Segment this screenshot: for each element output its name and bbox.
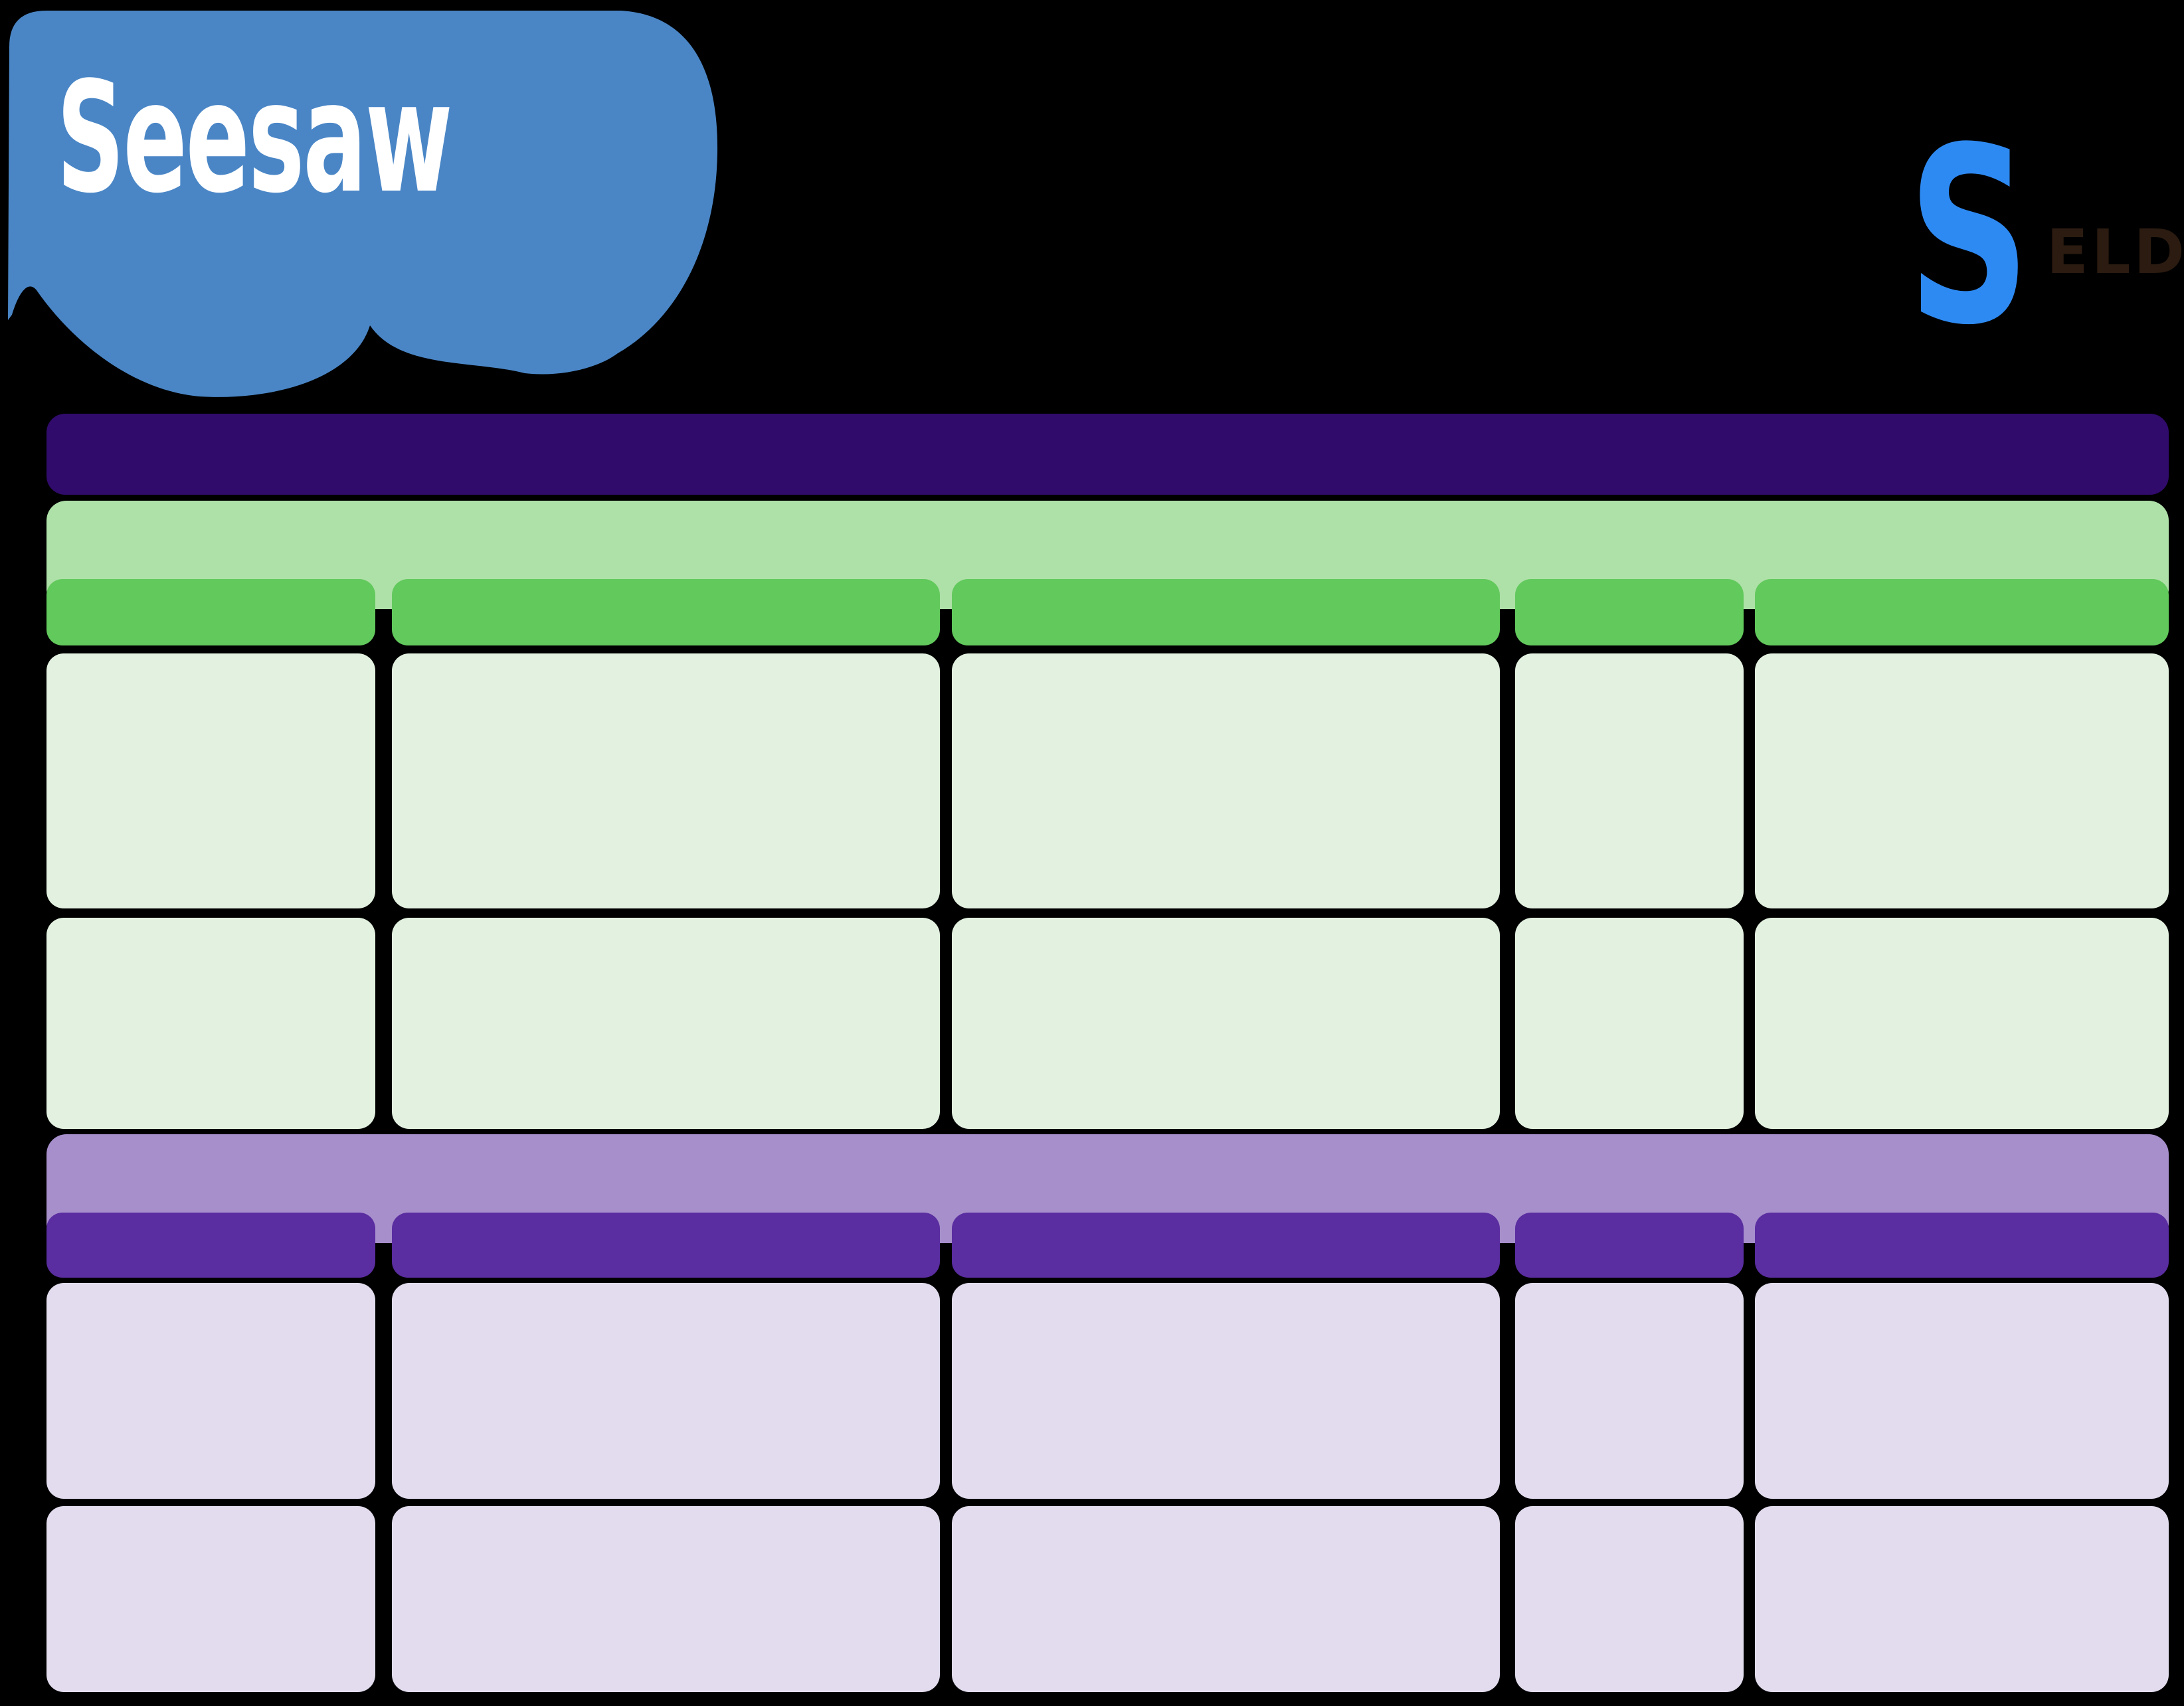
table-cell [46, 1506, 375, 1692]
purple-body-row [46, 1283, 2169, 1499]
table-title-band [46, 414, 2169, 495]
table-cell [46, 653, 375, 908]
green-header-cell [952, 579, 1500, 645]
table-cell [1755, 918, 2169, 1129]
seesaw-logo-blob-icon [8, 11, 718, 397]
table-cell [392, 653, 940, 908]
table-cell [1515, 653, 1744, 908]
table-cell [1515, 1283, 1744, 1499]
eld-label: ELD [2047, 216, 2184, 288]
green-body-row [46, 653, 2169, 908]
table-cell [392, 1506, 940, 1692]
green-body-row [46, 918, 2169, 1129]
table-cell [1515, 918, 1744, 1129]
table-cell [952, 1506, 1500, 1692]
green-header-cell [392, 579, 940, 645]
table-cell [1515, 1506, 1744, 1692]
green-header-cell [46, 579, 375, 645]
table-cell [952, 653, 1500, 908]
purple-header-cell [392, 1213, 940, 1278]
table-cell [1755, 653, 2169, 908]
table-cell [46, 918, 375, 1129]
purple-header-cell [46, 1213, 375, 1278]
seesaw-wordmark: Seesaw [56, 50, 453, 227]
purple-header-row [46, 1213, 2169, 1278]
table-cell [952, 1283, 1500, 1499]
purple-header-cell [1515, 1213, 1744, 1278]
green-header-cell [1755, 579, 2169, 645]
purple-header-cell [952, 1213, 1500, 1278]
purple-header-cell [1755, 1213, 2169, 1278]
table-cell [1755, 1506, 2169, 1692]
purple-body-row [46, 1506, 2169, 1692]
seesaw-s-icon: S [1908, 96, 2031, 379]
table-cell [46, 1283, 375, 1499]
green-header-cell [1515, 579, 1744, 645]
table-cell [392, 918, 940, 1129]
green-header-row [46, 579, 2169, 645]
table-cell [392, 1283, 940, 1499]
table-cell [1755, 1283, 2169, 1499]
table-cell [952, 918, 1500, 1129]
